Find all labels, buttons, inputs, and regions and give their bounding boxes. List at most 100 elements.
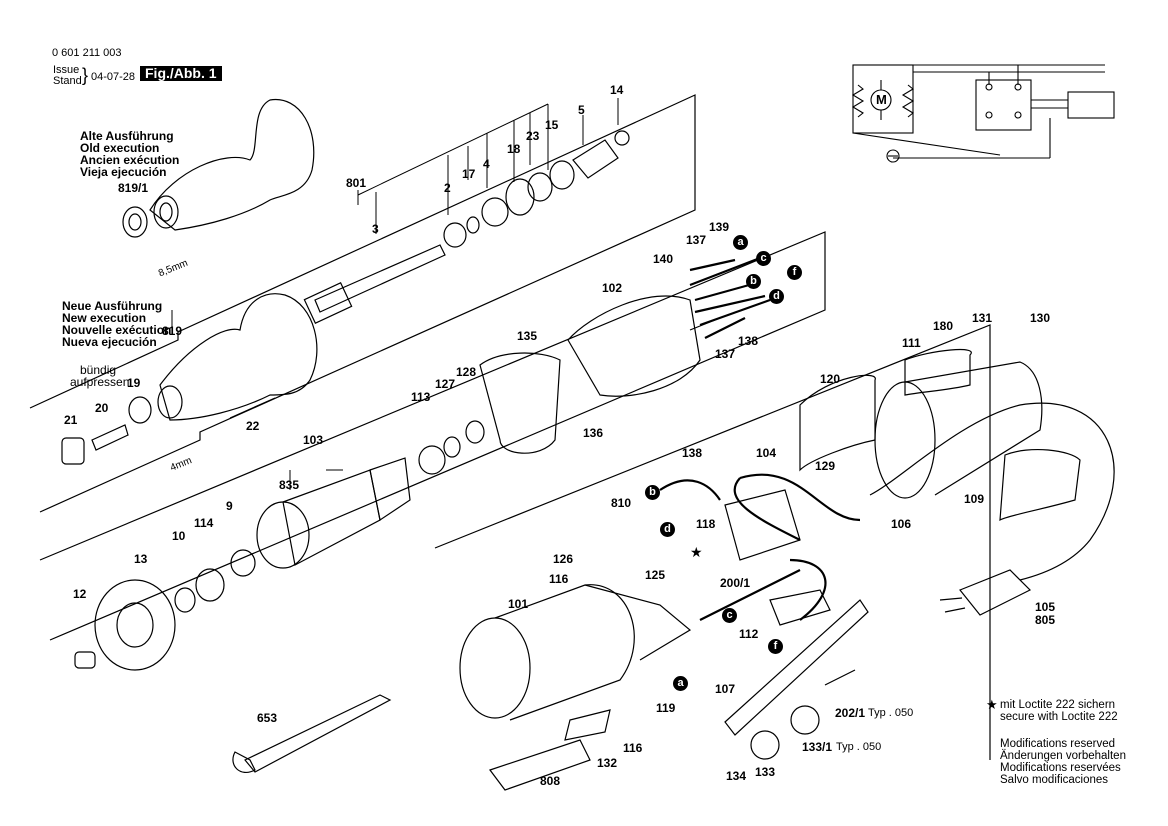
circuit-diagram (851, 64, 1115, 163)
part-label-130: 130 (1030, 311, 1051, 325)
part-label-653: 653 (257, 711, 278, 725)
part-label-107: 107 (715, 682, 736, 696)
modifications-es: Salvo modificaciones (1000, 774, 1109, 786)
part-label-116b: 116 (623, 741, 643, 755)
connector-badge-b2: b (645, 485, 660, 500)
handle-housing-drawing (459, 584, 692, 791)
connector-badge-d2: d (660, 522, 675, 537)
typ-202: Typ . 050 (868, 707, 914, 719)
old-execution-en: Old execution (80, 141, 160, 155)
part-label-5: 5 (578, 103, 585, 117)
part-label-111: 111 (902, 336, 921, 350)
part-label-15: 15 (545, 118, 559, 132)
switch-drawing (724, 489, 831, 626)
part-label-20: 20 (95, 401, 109, 415)
modifications-fr: Modifications reservées (1000, 762, 1121, 774)
connector-badge-d: d (769, 289, 784, 304)
star-marker-icon: ★ (690, 544, 703, 560)
part-label-120: 120 (820, 372, 841, 386)
connector-badge-f2: f (768, 639, 783, 654)
part-label-127: 127 (435, 377, 456, 391)
part-label-109: 109 (964, 492, 985, 506)
part-label-22: 22 (246, 419, 260, 433)
stand-label: Stand (53, 75, 82, 87)
part-label-180: 180 (933, 319, 954, 333)
part-label-138b: 138 (682, 446, 703, 460)
power-cord-drawing (869, 402, 1115, 616)
part-label-819-1: 819/1 (118, 181, 149, 195)
callout-leaders (171, 98, 619, 490)
flush-label-2: aufpressen (70, 375, 130, 389)
part-label-808: 808 (540, 774, 561, 788)
part-label-9: 9 (226, 499, 233, 513)
loctite-star-icon: ★ (986, 697, 998, 712)
part-label-810: 810 (611, 496, 632, 510)
bearing-flange-drawing (74, 579, 176, 671)
part-label-4: 4 (483, 157, 490, 171)
part-label-125: 125 (645, 568, 666, 582)
part-label-138a: 138 (738, 334, 759, 348)
connector-badge-b: b (746, 274, 761, 289)
part-label-103: 103 (303, 433, 324, 447)
part-label-132: 132 (597, 756, 618, 770)
part-label-136: 136 (583, 426, 604, 440)
part-label-14: 14 (610, 83, 624, 97)
part-label-819: 819 (162, 324, 183, 338)
slider-drawing (724, 599, 869, 760)
part-label-805: 805 (1035, 613, 1056, 627)
new-execution-fr: Nouvelle exécution (62, 323, 172, 337)
loctite-note-de: mit Loctite 222 sichern (1000, 699, 1116, 711)
flush-label-1: bündig (80, 363, 117, 377)
date: 04-07-28 (91, 71, 136, 83)
part-label-801: 801 (346, 176, 367, 190)
old-nose-housing-drawing (122, 99, 315, 238)
old-execution-de: Alte Ausführung (80, 129, 174, 143)
modifications-en: Modifications reserved (1000, 738, 1116, 750)
part-label-835: 835 (279, 478, 300, 492)
part-label-133-1: 133/1 (802, 740, 833, 754)
part-label-112: 112 (739, 627, 759, 641)
wiring-drawing (659, 256, 861, 621)
part-label-2: 2 (444, 181, 451, 195)
part-label-131: 131 (972, 311, 993, 325)
new-nose-housing-drawing (61, 293, 318, 465)
part-number: 0 601 211 003 (52, 47, 122, 59)
part-label-137b: 137 (715, 347, 736, 361)
part-label-139: 139 (709, 220, 730, 234)
armature-drawing (174, 420, 485, 613)
part-label-134: 134 (726, 769, 747, 783)
part-label-105: 105 (1035, 600, 1056, 614)
part-label-18: 18 (507, 142, 521, 156)
part-label-129: 129 (815, 459, 836, 473)
connector-badge-a: a (733, 235, 748, 250)
part-label-113: 113 (411, 390, 431, 404)
part-label-101: 101 (508, 597, 529, 611)
connector-badge-c2: c (722, 608, 737, 623)
old-execution-es: Vieja ejecución (80, 165, 167, 179)
part-label-21: 21 (64, 413, 78, 427)
part-label-114: 114 (194, 516, 214, 530)
part-label-102: 102 (602, 281, 623, 295)
part-label-19: 19 (127, 376, 141, 390)
part-label-3: 3 (372, 222, 379, 236)
new-execution-de: Neue Ausführung (62, 299, 163, 313)
panel-frames (29, 94, 991, 760)
part-label-106: 106 (891, 517, 912, 531)
new-execution-en: New execution (62, 311, 147, 325)
old-execution-fr: Ancien exécution (80, 153, 180, 167)
issue-label: Issue (53, 64, 80, 76)
part-label-202-1: 202/1 (835, 706, 866, 720)
part-label-17: 17 (462, 167, 476, 181)
part-label-12: 12 (73, 587, 87, 601)
part-label-126: 126 (553, 552, 574, 566)
part-label-118: 118 (696, 517, 716, 531)
part-label-200-1: 200/1 (720, 576, 751, 590)
part-label-116a: 116 (549, 572, 569, 586)
spanner-drawing (232, 694, 392, 773)
part-label-119: 119 (656, 701, 676, 715)
part-label-137a: 137 (686, 233, 707, 247)
connector-badge-a2: a (673, 676, 688, 691)
typ-133: Typ . 050 (836, 741, 882, 753)
loctite-note-en: secure with Loctite 222 (1000, 711, 1118, 723)
